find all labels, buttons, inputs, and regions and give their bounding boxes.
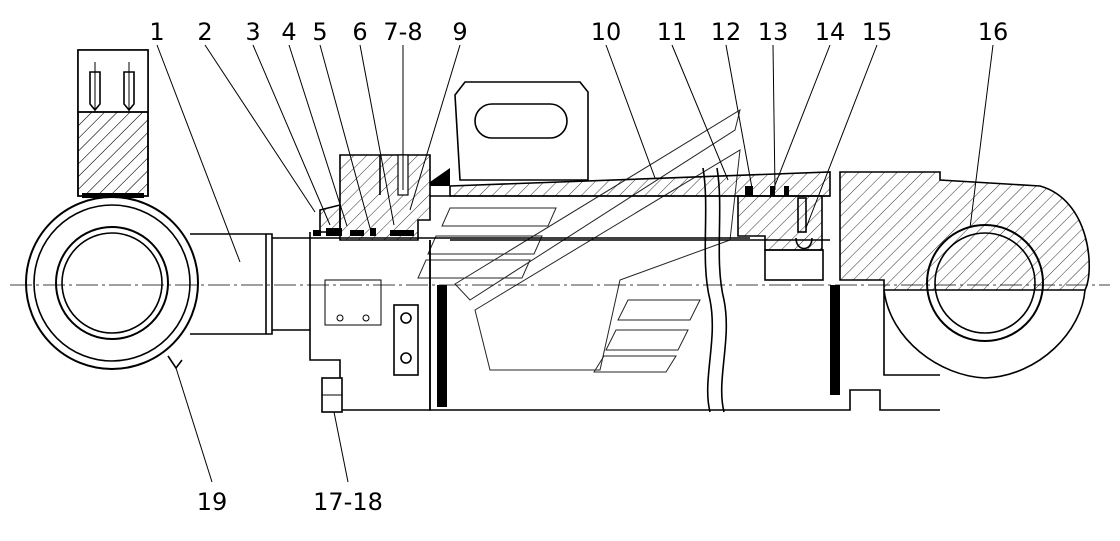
callout-10: 10 xyxy=(591,18,622,46)
callout-17-18: 17-18 xyxy=(313,488,383,516)
callout-1: 1 xyxy=(149,18,164,46)
callout-13: 13 xyxy=(758,18,789,46)
cylinder-barrel xyxy=(429,81,940,413)
callout-14: 14 xyxy=(815,18,846,46)
callout-6: 6 xyxy=(352,18,367,46)
callout-11: 11 xyxy=(657,18,688,46)
callout-4: 4 xyxy=(281,18,296,46)
callout-16: 16 xyxy=(978,18,1009,46)
rod-end-eye xyxy=(25,49,273,370)
callout-9: 9 xyxy=(452,18,467,46)
callout-12: 12 xyxy=(711,18,742,46)
callout-3: 3 xyxy=(245,18,260,46)
callout-2: 2 xyxy=(197,18,212,46)
callout-7-8: 7-8 xyxy=(383,18,422,46)
watermark-logo xyxy=(417,108,741,373)
callout-5: 5 xyxy=(312,18,327,46)
cap-end-eye xyxy=(839,171,1090,379)
leader-lines xyxy=(156,44,994,483)
callout-15: 15 xyxy=(862,18,893,46)
gland-assembly xyxy=(309,154,450,413)
piston-rod xyxy=(272,237,750,331)
callout-19: 19 xyxy=(197,488,228,516)
